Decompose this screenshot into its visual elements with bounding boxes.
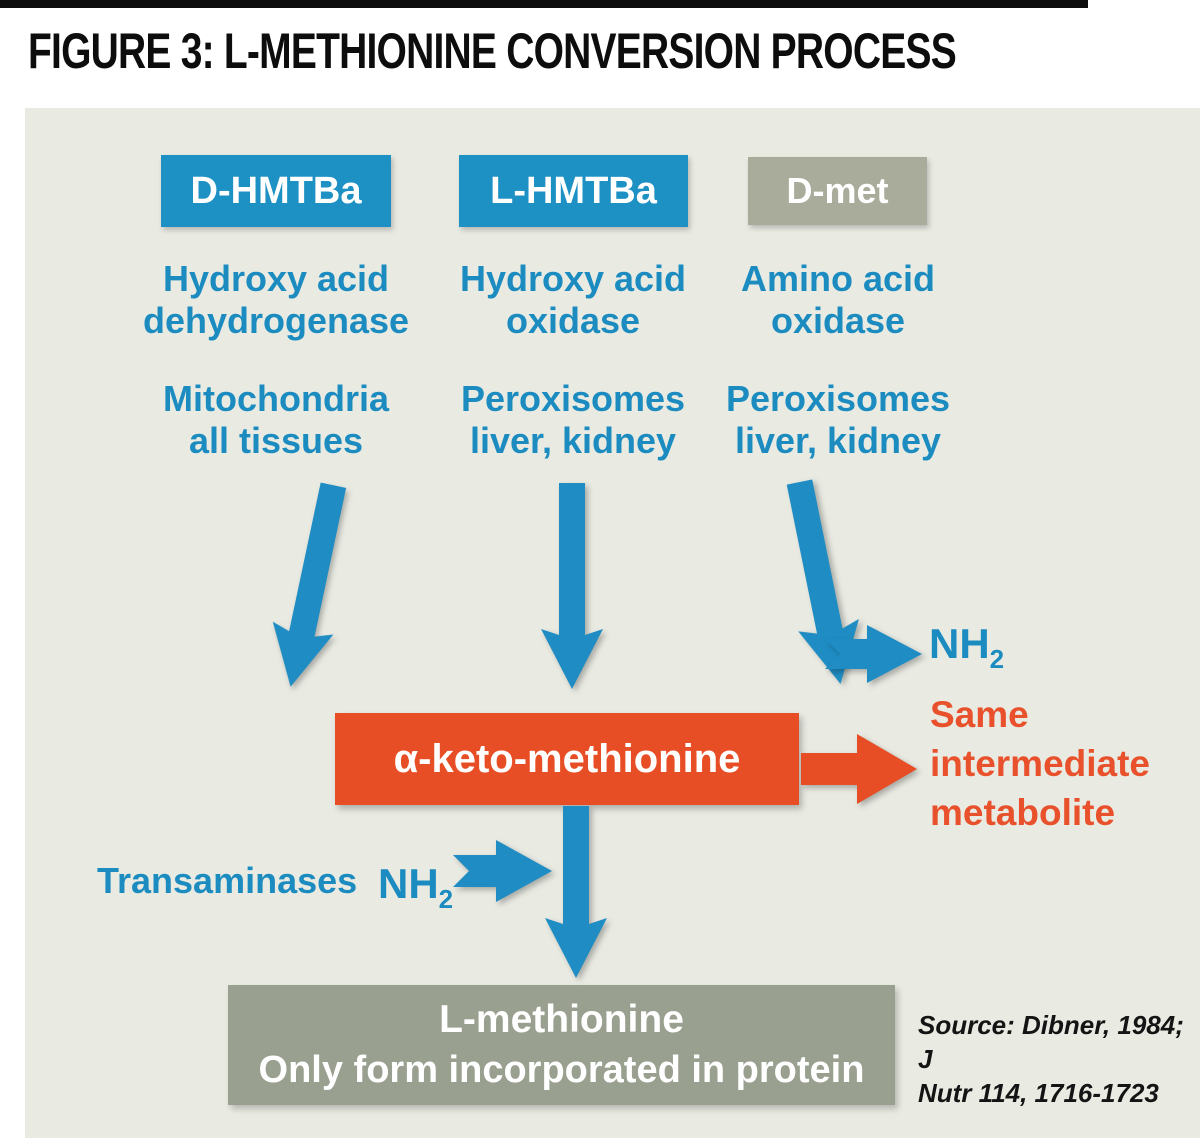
keto-methionine-label: α-keto-methionine <box>393 736 741 781</box>
transaminases-label: Transaminases <box>97 860 358 901</box>
enzyme-d-met: Amino acid oxidase <box>740 258 936 341</box>
l-methionine-label: L-methionine <box>439 998 684 1041</box>
enzyme-l-hmtba: Hydroxy acid oxidase <box>459 258 687 341</box>
keto-methionine-box: α-keto-methionine <box>335 713 799 805</box>
diagram-panel: D-HMTBa L-HMTBa D-met Hydroxy acid dehyd… <box>25 108 1200 1138</box>
right-arrow-orange-icon <box>801 734 917 804</box>
location-d-met: Peroxisomes liver, kidney <box>725 378 951 461</box>
location-l-hmtba: Peroxisomes liver, kidney <box>460 378 686 461</box>
nh2-label-top: NH2 <box>929 620 1005 674</box>
figure-title: FIGURE 3: L-METHIONINE CONVERSION PROCES… <box>28 23 957 79</box>
box-d-hmtba-label: D-HMTBa <box>190 169 362 212</box>
right-arrow-nh2-top-icon <box>825 625 922 683</box>
down-arrow-right-icon <box>786 479 859 684</box>
box-l-hmtba-label: L-HMTBa <box>490 169 657 212</box>
l-methionine-box: L-methionine Only form incorporated in p… <box>228 985 895 1105</box>
down-arrow-final-icon <box>545 806 607 978</box>
l-methionine-subtitle: Only form incorporated in protein <box>258 1049 865 1091</box>
box-d-met: D-met <box>748 157 927 225</box>
down-arrow-left-icon <box>272 482 347 687</box>
source-citation: Source: Dibner, 1984; J Nutr 114, 1716-1… <box>918 1010 1184 1108</box>
box-d-hmtba: D-HMTBa <box>161 155 391 227</box>
enzyme-d-hmtba: Hydroxy acid dehydrogenase <box>142 258 410 341</box>
down-arrow-middle-icon <box>541 483 603 689</box>
location-d-hmtba: Mitochondria all tissues <box>163 378 389 461</box>
nh2-label-bottom: NH2 <box>378 860 454 914</box>
box-l-hmtba: L-HMTBa <box>459 155 688 227</box>
right-arrow-nh2-bottom-icon <box>453 840 552 902</box>
box-d-met-label: D-met <box>786 170 889 211</box>
same-intermediate-note: Same intermediate metabolite <box>930 694 1151 833</box>
top-accent-bar <box>0 0 1088 8</box>
